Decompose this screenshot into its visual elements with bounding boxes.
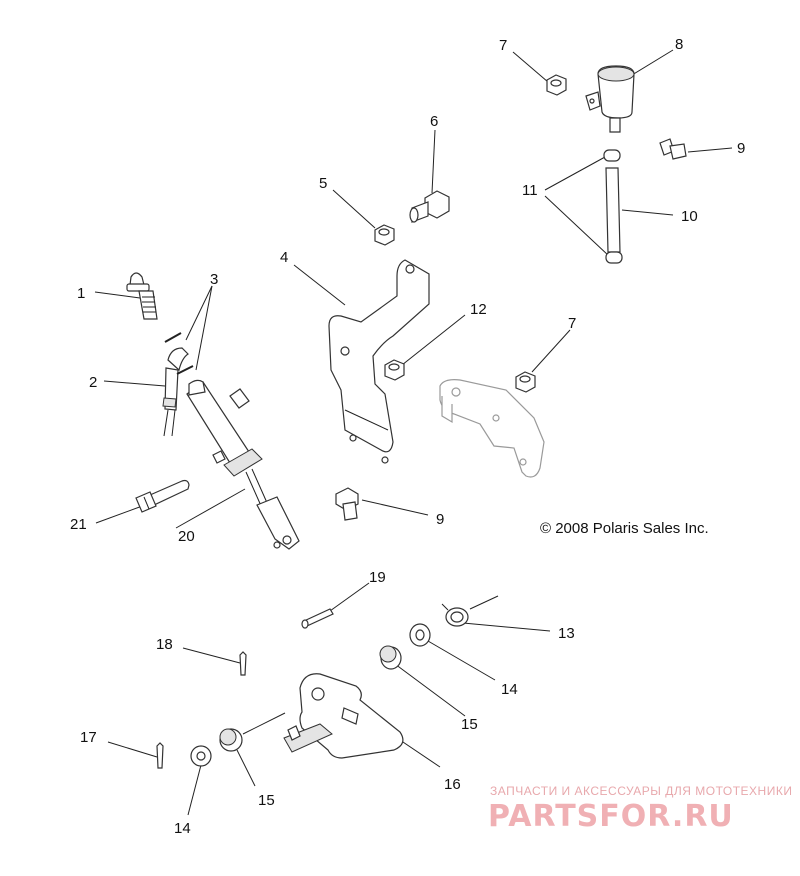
part-1-fitting [126, 272, 158, 320]
part-3-seals [164, 332, 194, 375]
part-18-cotter-pin [239, 651, 247, 676]
callout-18: 18 [156, 636, 173, 653]
mounting-plate-reference [439, 379, 545, 478]
callout-13: 13 [558, 625, 575, 642]
callout-16: 16 [444, 776, 461, 793]
part-19-pin [301, 608, 334, 629]
part-21-bolt [135, 479, 190, 513]
callout-6: 6 [430, 113, 438, 130]
part-9-bolt-mid [335, 487, 359, 521]
copyright-notice: © 2008 Polaris Sales Inc. [540, 520, 709, 537]
callout-15-lower: 15 [258, 792, 275, 809]
part-17-cotter-pin [156, 742, 164, 769]
part-8-reservoir [585, 65, 635, 133]
callout-11: 11 [522, 182, 538, 199]
callout-14-upper: 14 [501, 681, 518, 698]
part-7-nut-top [546, 74, 567, 96]
callout-20: 20 [178, 528, 195, 545]
callout-2: 2 [89, 374, 97, 391]
watermark-tagline: ЗАПЧАСТИ И АКСЕССУАРЫ ДЛЯ МОТОТЕХНИКИ [490, 784, 792, 798]
callout-7-mid: 7 [568, 315, 576, 332]
part-15-bushing-upper [379, 645, 402, 670]
callout-21: 21 [70, 516, 87, 533]
callout-9-mid: 9 [436, 511, 444, 528]
callout-9-top: 9 [737, 140, 745, 157]
part-14-washer-lower [190, 745, 212, 767]
part-13-spring-clip [441, 603, 469, 627]
part-5-nut [374, 224, 395, 246]
part-20-master-cylinder [186, 379, 300, 550]
callout-7-top: 7 [499, 37, 507, 54]
part-10-hose [605, 167, 621, 253]
callout-1: 1 [77, 285, 85, 302]
callout-4: 4 [280, 249, 288, 266]
watermark: ЗАПЧАСТИ И АКСЕССУАРЫ ДЛЯ МОТОТЕХНИКИ PA… [488, 784, 792, 834]
part-15-bushing-lower [219, 728, 243, 752]
callout-10: 10 [681, 208, 698, 225]
callout-12: 12 [470, 301, 487, 318]
watermark-brand: PARTSFOR.RU [488, 799, 734, 834]
leader-lines [94, 49, 733, 816]
callout-8: 8 [675, 36, 683, 53]
part-16-pedal [283, 673, 404, 759]
part-4-bracket [328, 259, 430, 464]
callout-14-lower: 14 [174, 820, 191, 837]
part-12-nut [384, 359, 405, 381]
part-6-shoulder-bolt [409, 190, 450, 223]
callout-15-upper: 15 [461, 716, 478, 733]
part-2-hose [162, 347, 189, 437]
part-7-nut-mid [515, 371, 536, 393]
part-11-clamps [603, 149, 623, 264]
part-9-screw-top [659, 138, 687, 160]
callout-17: 17 [80, 729, 97, 746]
callout-19: 19 [369, 569, 386, 586]
callout-3: 3 [210, 271, 218, 288]
callout-numbers: 1 2 3 4 5 6 7 8 9 11 10 12 7 9 21 20 19 … [70, 36, 745, 837]
callout-5: 5 [319, 175, 327, 192]
part-14-washer-upper [409, 623, 431, 647]
